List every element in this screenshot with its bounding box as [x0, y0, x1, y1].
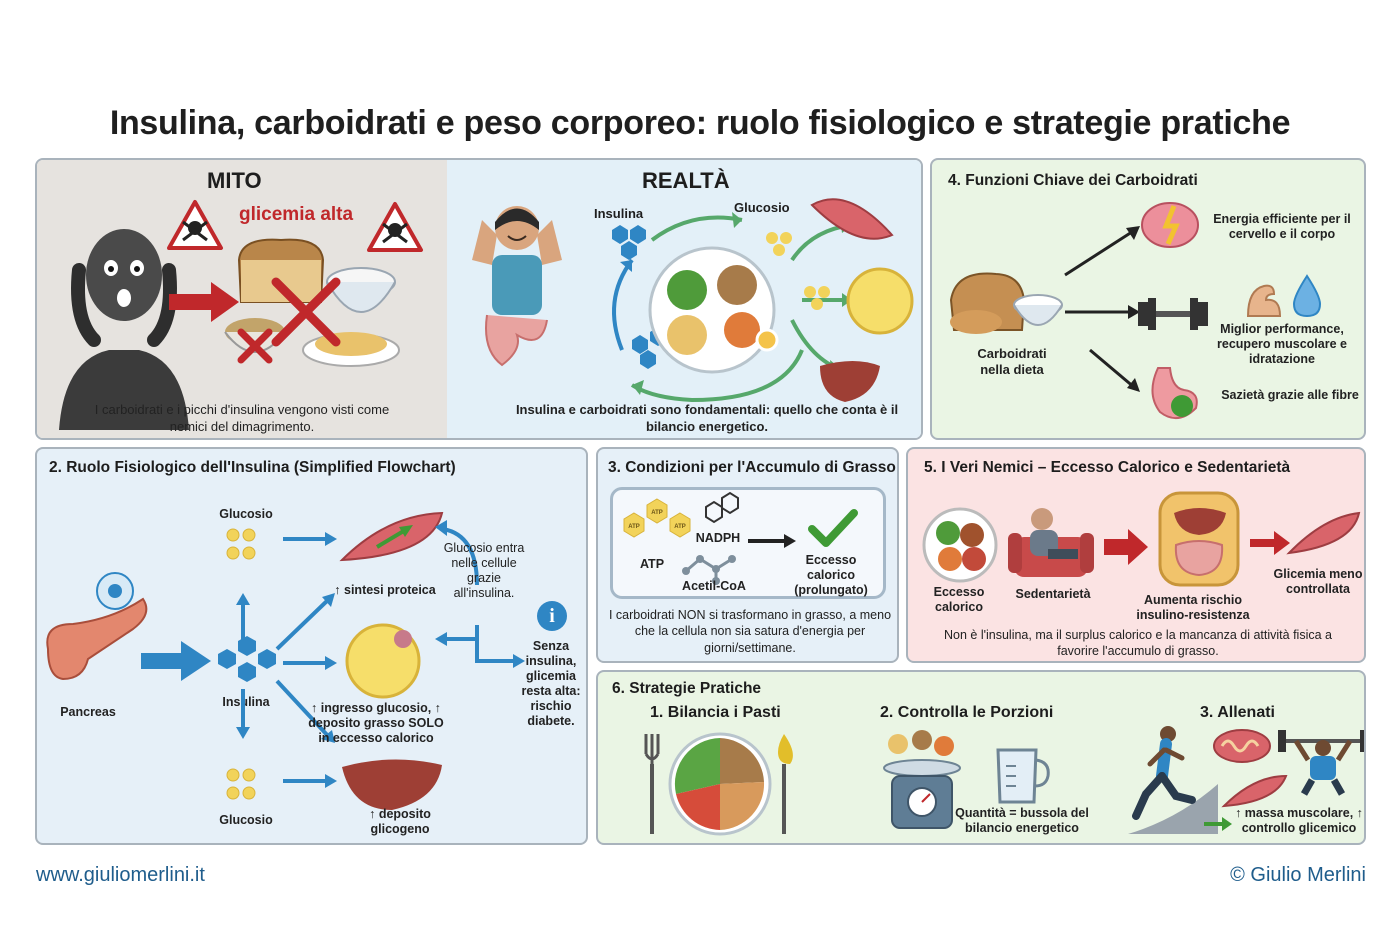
muscle-icon [1286, 511, 1361, 555]
metabolic-cycle-icon [612, 212, 853, 403]
function-item-performance: Miglior performance, recupero muscolare … [1217, 322, 1347, 366]
strategies-panel: 6. Strategie Pratiche 1. Bilancia i Past… [596, 670, 1366, 845]
muscle-effect-label: ↑ sintesi proteica [334, 583, 436, 597]
calorie-excess-result: Eccesso calorico (prolungato) [794, 553, 868, 597]
pancreas-label: Pancreas [60, 705, 116, 719]
reality-heading: REALTÀ [642, 168, 730, 193]
water-drop-icon [1292, 274, 1322, 318]
insulin-label: Insulina [594, 206, 644, 221]
flexed-arm-icon [1246, 284, 1282, 317]
red-arrow-icon [169, 282, 239, 322]
liver-icon [820, 361, 880, 402]
liver-icon [342, 759, 442, 810]
carb-source-label: Carboidrati nella dieta [977, 346, 1047, 377]
enemy-item-sedentary: Sedentarietà [1015, 587, 1091, 601]
red-arrow-icon [1250, 531, 1290, 555]
function-arrows-icon [1064, 226, 1140, 392]
carb-functions-panel: 4. Funzioni Chiave dei Carboidrati Carbo… [930, 158, 1366, 440]
fat-effect-label: ↑ ingresso glucosio, ↑ deposito grasso S… [308, 701, 444, 745]
abdomen-organs-icon [1158, 491, 1240, 587]
worried-person-icon [59, 229, 189, 430]
sedentary-person-icon [1008, 508, 1094, 577]
muscle-icon [1221, 774, 1288, 808]
enemy-item-insulin-resistance: Aumenta rischio insulino-resistenza [1136, 593, 1250, 622]
reality-caption: Insulina e carboidrati sono fondamentali… [515, 402, 899, 434]
myth-caption: I carboidrati e i picchi d'insulina veng… [94, 402, 390, 434]
red-arrow-icon [1104, 529, 1148, 565]
real-enemies-title: 5. I Veri Nemici – Eccesso Calorico e Se… [924, 459, 1291, 476]
glucose-bottom-icon [226, 768, 256, 800]
carb-functions-title: 4. Funzioni Chiave dei Carboidrati [948, 172, 1198, 189]
measuring-jug-icon [996, 748, 1050, 804]
strategy-control-portions: 2. Controlla le Porzioni [880, 704, 1054, 721]
training-caption: ↑ massa muscolare, ↑ controllo glicemico [1235, 806, 1363, 835]
warning-triangle-icon [167, 200, 223, 250]
glucose-label: Glucosio [734, 200, 790, 215]
insulin-hexagons-icon [218, 636, 276, 682]
warning-triangle-icon [367, 202, 423, 252]
dumbbell-icon [1138, 298, 1208, 330]
enemy-item-glycemia: Glicemia meno controllata [1273, 567, 1363, 596]
glucose-top-label: Glucosio [219, 507, 273, 521]
atp-badge-text: ATP [628, 524, 640, 530]
fat-cell-icon [846, 267, 914, 335]
pancreas-to-insulin-arrow [141, 641, 211, 681]
copyright: © Giulio Merlini [1230, 864, 1366, 886]
acetyl-coa-molecule-icon [682, 555, 736, 585]
fat-conditions-title: 3. Condizioni per l'Accumulo di Grasso [608, 459, 896, 476]
balanced-plate-icon [644, 732, 793, 836]
carb-foods-icon [949, 272, 1063, 334]
myth-heading: MITO [207, 168, 262, 193]
portions-caption: Quantità = bussola del bilancio energeti… [955, 806, 1089, 835]
insulin-flow-arrows [236, 532, 337, 788]
function-item-energy: Energia efficiente per il cervello e il … [1213, 212, 1351, 241]
glucose-entry-arrows [435, 520, 525, 668]
diabetes-warning-note: Senza insulina, glicemia resta alta: ris… [521, 639, 581, 728]
glucose-entry-note: Glucosio entra nelle cellule grazie all'… [443, 541, 525, 600]
nadph-label: NADPH [695, 531, 741, 545]
atp-label: ATP [639, 557, 665, 571]
muscle-icon [810, 198, 894, 240]
atp-molecules-icon: ATP ATP ATP [623, 498, 691, 538]
enemy-item-calorie-excess: Eccesso calorico [933, 585, 985, 614]
myth-reality-panel: MITO glicemia alta I carboidrati e i pic… [35, 158, 923, 440]
excess-food-plate-icon [922, 507, 998, 583]
brain-icon [1141, 202, 1199, 248]
atp-badge-text: ATP [651, 510, 663, 516]
right-arrow-icon [748, 534, 796, 548]
website-link[interactable]: www.giuliomerlini.it [36, 864, 205, 886]
real-enemies-panel: 5. I Veri Nemici – Eccesso Calorico e Se… [906, 447, 1366, 663]
real-enemies-caption: Non è l'insulina, ma il surplus calorico… [944, 628, 1332, 659]
strategy-balance-meals: 1. Bilancia i Pasti [650, 704, 781, 721]
glucose-top-icon [226, 528, 256, 560]
green-arrow-icon [1204, 817, 1232, 831]
pancreas-icon [46, 572, 148, 681]
insulin-role-panel: 2. Ruolo Fisiologico dell'Insulina (Simp… [35, 447, 588, 845]
function-item-satiety: Sazietà grazie alle fibre [1221, 388, 1359, 402]
fat-conditions-panel: 3. Condizioni per l'Accumulo di Grasso A… [596, 447, 899, 663]
checkmark-icon [808, 509, 858, 547]
fat-conditions-caption: I carboidrati NON si trasformano in gras… [608, 608, 892, 655]
kitchen-scale-icon [883, 730, 961, 829]
strategy-train: 3. Allenati [1200, 704, 1275, 721]
mitochondria-icon [1213, 729, 1271, 763]
acetyl-coa-label: Acetil-CoA [682, 579, 746, 593]
glicemia-alta-label: glicemia alta [239, 204, 354, 225]
page-title: Insulina, carboidrati e peso corporeo: r… [109, 104, 1291, 142]
runner-icon [1128, 726, 1218, 834]
insulin-label: Insulina [222, 695, 270, 709]
info-icon: i [537, 601, 567, 631]
glucose-bottom-label: Glucosio [219, 813, 273, 827]
nadph-molecule-icon [705, 491, 739, 524]
muscle-icon [339, 511, 444, 562]
weightlifter-icon [1278, 730, 1364, 796]
carbohydrate-foods-icon [224, 238, 400, 367]
fat-cell-icon [345, 623, 421, 699]
strategies-title: 6. Strategie Pratiche [612, 680, 762, 697]
insulin-role-title: 2. Ruolo Fisiologico dell'Insulina (Simp… [49, 459, 456, 476]
stomach-fiber-icon [1151, 367, 1198, 419]
atp-badge-text: ATP [674, 524, 686, 530]
healthy-person-icon [472, 206, 562, 367]
liver-effect-label: ↑ deposito glicogeno [369, 807, 431, 836]
